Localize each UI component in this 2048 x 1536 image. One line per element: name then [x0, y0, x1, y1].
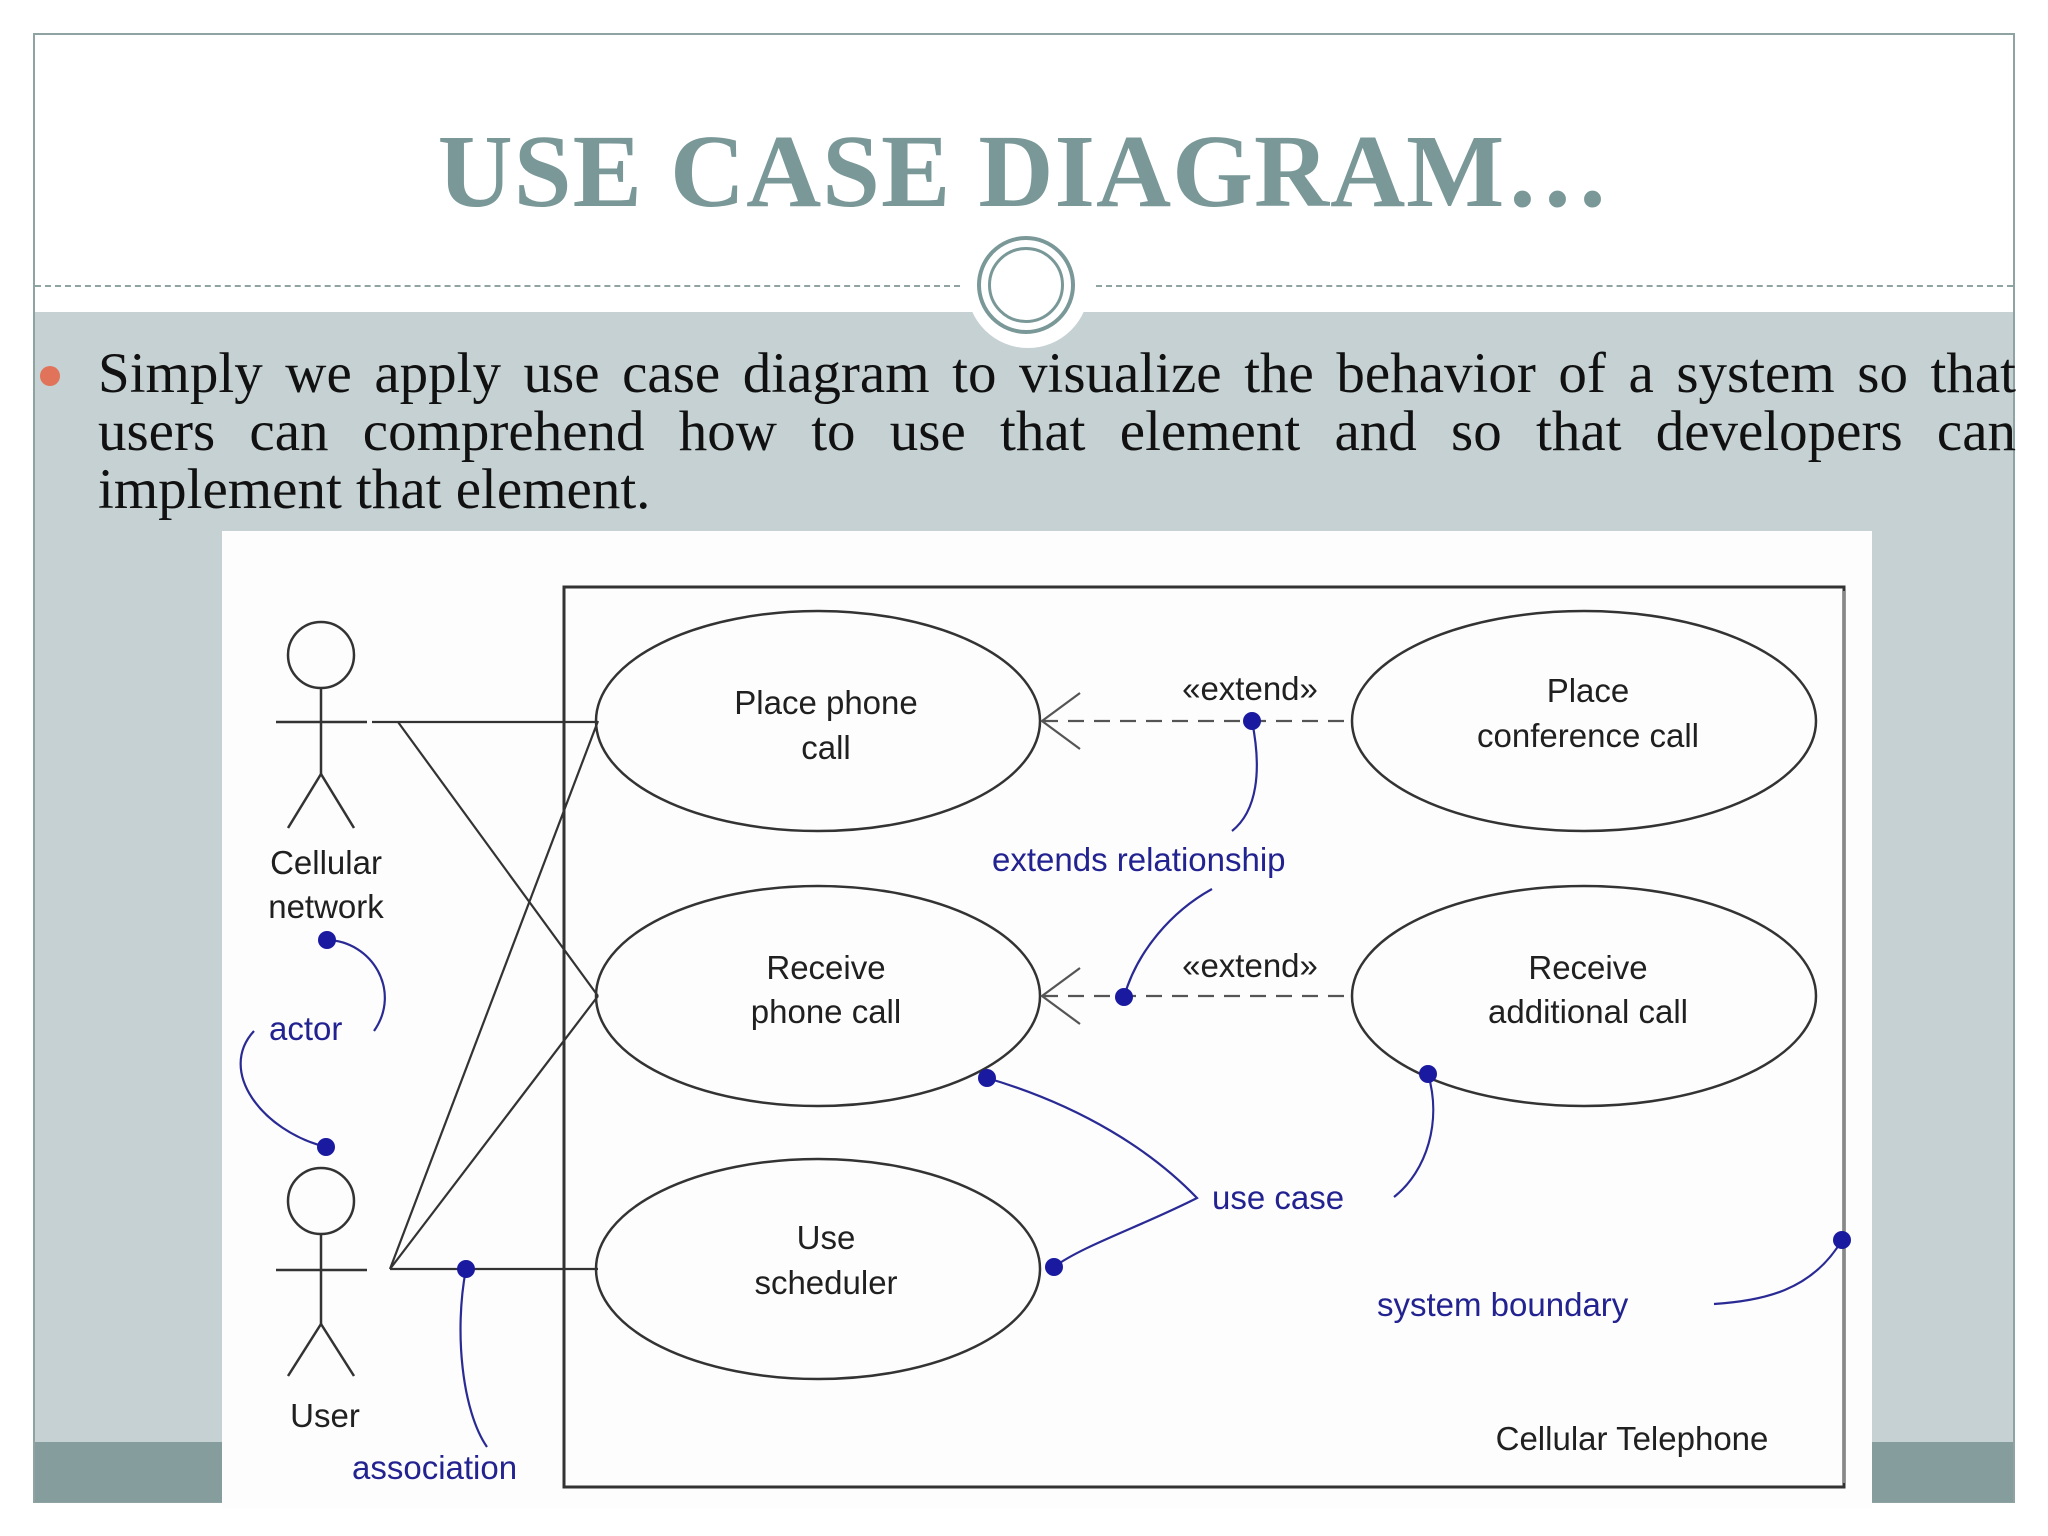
place-conference-call-label-line1: Place: [1547, 672, 1630, 709]
title-divider-left: [35, 285, 960, 287]
association-lines: [372, 720, 600, 1271]
annotation-callouts: [239, 720, 1843, 1448]
place-phone-call-label-line2: call: [801, 729, 851, 766]
actor-cellular-network-label-line1: Cellular: [270, 844, 382, 881]
ornament-ring-outer: [977, 236, 1075, 334]
slide-title: USE CASE DIAGRAM…: [437, 114, 1611, 229]
annotation-use-case: use case: [1212, 1179, 1344, 1216]
receive-additional-call-label-line2: additional call: [1488, 993, 1688, 1030]
receive-phone-call-label-line2: phone call: [751, 993, 901, 1030]
extend-label-middle: «extend»: [1182, 947, 1318, 984]
use-case-diagram: Cellular network User Place phone call: [222, 531, 1872, 1509]
annotation-actor: actor: [269, 1010, 342, 1047]
annotation-dots: [317, 712, 1851, 1278]
receive-additional-call-label-line1: Receive: [1528, 949, 1647, 986]
use-case-place-phone-call: Place phone call: [594, 609, 1042, 833]
bullet-text: Simply we apply use case diagram to visu…: [98, 342, 2016, 521]
extend-arrow-middle: [1040, 967, 1350, 1025]
actor-cellular-network: [276, 620, 367, 829]
use-case-place-conference-call: Place conference call: [1350, 609, 1818, 833]
annotation-system-boundary: system boundary: [1377, 1286, 1629, 1323]
use-case-receive-additional-call: Receive additional call: [1350, 884, 1818, 1108]
title-divider-right: [1096, 285, 2013, 287]
place-phone-call-label-line1: Place phone: [734, 684, 917, 721]
use-scheduler-label-line2: scheduler: [754, 1264, 897, 1301]
annotation-extends-relationship: extends relationship: [992, 841, 1286, 878]
actor-user-label: User: [290, 1397, 360, 1434]
actor-user: [276, 1166, 367, 1377]
use-case-receive-phone-call: Receive phone call: [594, 884, 1042, 1108]
ornament-ring-inner: [988, 247, 1064, 323]
receive-phone-call-label-line1: Receive: [766, 949, 885, 986]
place-conference-call-label-line2: conference call: [1477, 717, 1699, 754]
annotation-association: association: [352, 1449, 517, 1486]
system-boundary-label: Cellular Telephone: [1496, 1420, 1769, 1457]
extend-arrow-top: [1040, 692, 1350, 750]
extend-label-top: «extend»: [1182, 670, 1318, 707]
use-case-use-scheduler: Use scheduler: [594, 1157, 1042, 1381]
actor-cellular-network-label-line2: network: [268, 888, 384, 925]
bullet-icon: [40, 366, 60, 386]
use-scheduler-label-line1: Use: [797, 1219, 856, 1256]
